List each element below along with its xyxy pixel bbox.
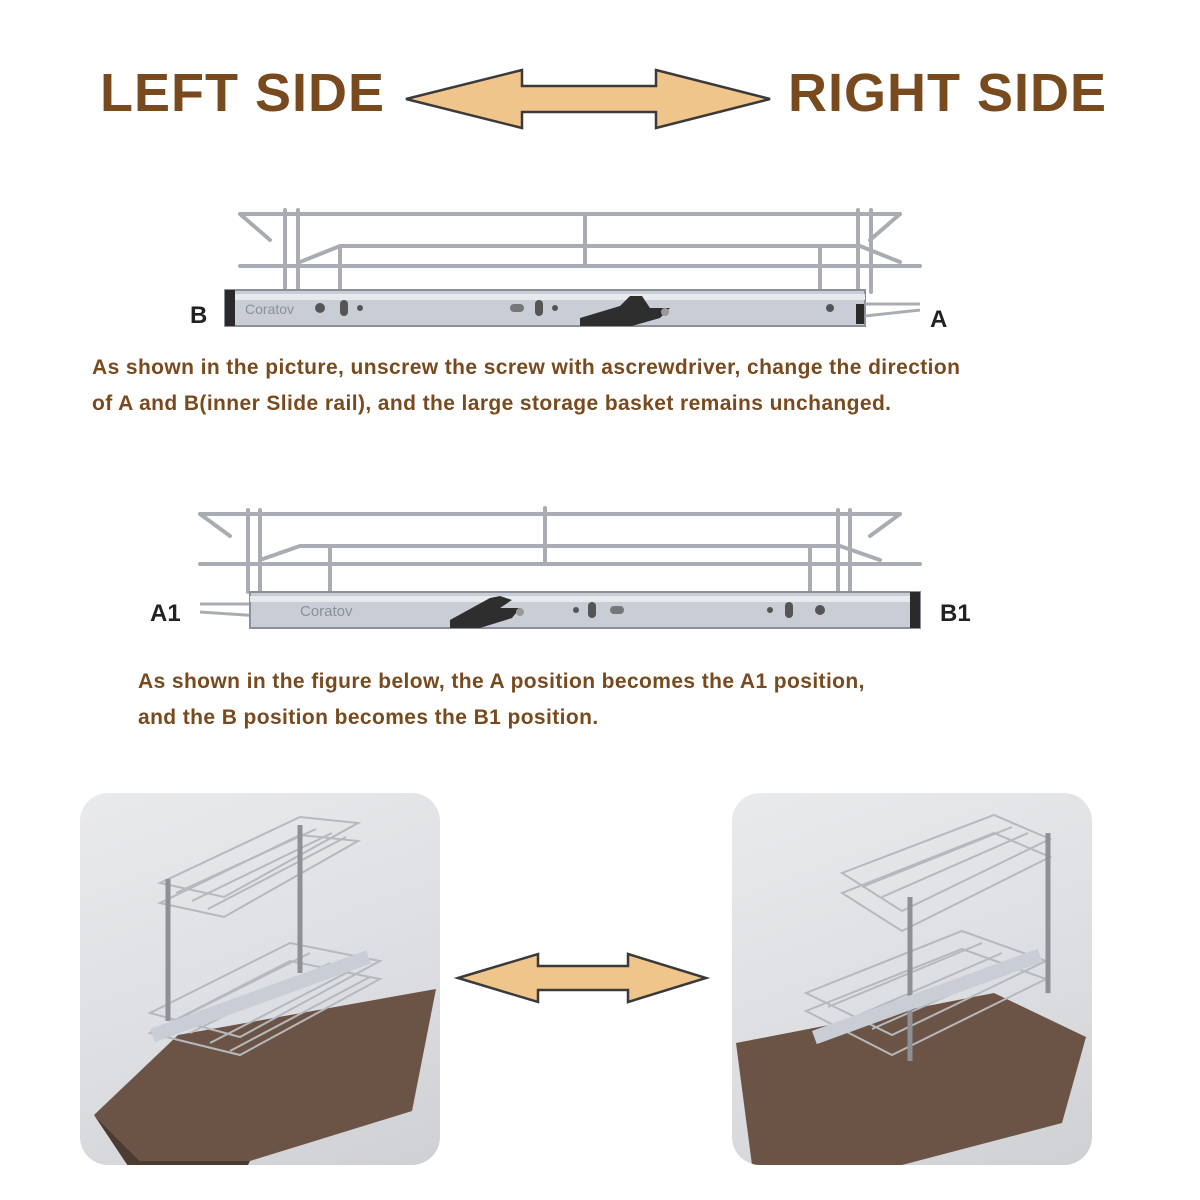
basket-rail-figure-1: Coratov: [224, 208, 922, 327]
basket-rail-figure-2: Coratov: [198, 506, 922, 629]
latch-icon-2: [450, 596, 520, 628]
left-side-heading: LEFT SIDE: [100, 63, 386, 123]
latch-icon: [580, 296, 670, 326]
photo-left-orientation: [80, 793, 440, 1165]
instruction-step-2-line-1: As shown in the figure below, the A posi…: [138, 670, 865, 693]
photo-right-orientation: [732, 793, 1092, 1165]
instruction-step-1: As shown in the picture, unscrew the scr…: [92, 350, 1132, 422]
instruction-step-1-line-2: of A and B(inner Slide rail), and the la…: [92, 392, 892, 415]
instruction-step-2: As shown in the figure below, the A posi…: [138, 664, 1038, 736]
rail-brand-2: Coratov: [300, 603, 353, 620]
double-arrow-icon-bottom: [453, 952, 711, 1004]
rail-brand: Coratov: [245, 301, 294, 317]
instruction-step-1-line-1: As shown in the picture, unscrew the scr…: [92, 356, 961, 379]
marker-a: A: [930, 306, 948, 333]
double-arrow-icon: [405, 68, 771, 130]
instruction-step-2-line-2: and the B position becomes the B1 positi…: [138, 706, 599, 729]
right-side-heading: RIGHT SIDE: [788, 63, 1108, 123]
organizer-right-illustration: [736, 813, 1086, 1165]
marker-b1: B1: [940, 600, 971, 627]
marker-a1: A1: [150, 600, 181, 627]
marker-b: B: [190, 302, 208, 329]
organizer-left-illustration: [94, 815, 436, 1165]
